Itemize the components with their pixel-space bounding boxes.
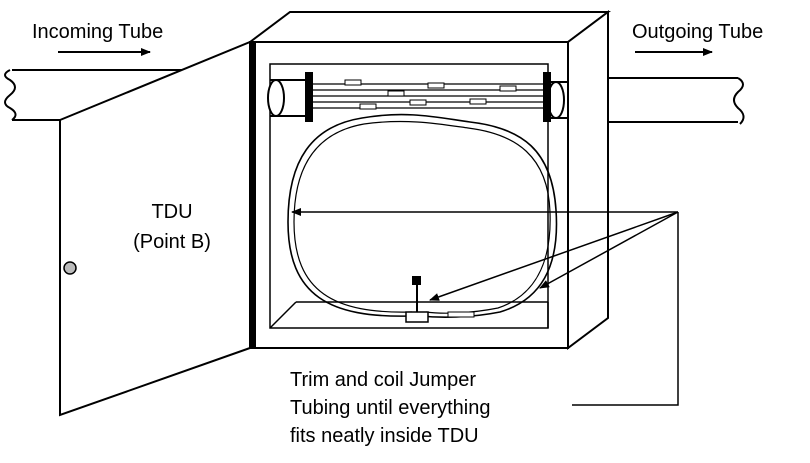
jumper-tubing-coil — [287, 113, 558, 323]
incoming-tube-label: Incoming Tube — [32, 21, 164, 43]
door-knob[interactable] — [63, 261, 77, 275]
door-hinge — [250, 42, 256, 348]
tdu-label: TDU — [151, 201, 193, 223]
instruction-line-2: Tubing until everything — [290, 397, 491, 419]
tube-connectors — [305, 72, 551, 122]
tdu-door[interactable] — [59, 40, 256, 417]
tdu-box — [247, 10, 611, 350]
internal-tube-section — [267, 79, 568, 119]
instruction-line-3: fits neatly inside TDU — [290, 425, 479, 447]
outgoing-tube-label: Outgoing Tube — [632, 21, 764, 43]
callout-pointers — [291, 208, 679, 406]
instruction-line-1: Trim and coil Jumper — [290, 369, 476, 391]
point-b-label: (Point B) — [133, 231, 211, 253]
